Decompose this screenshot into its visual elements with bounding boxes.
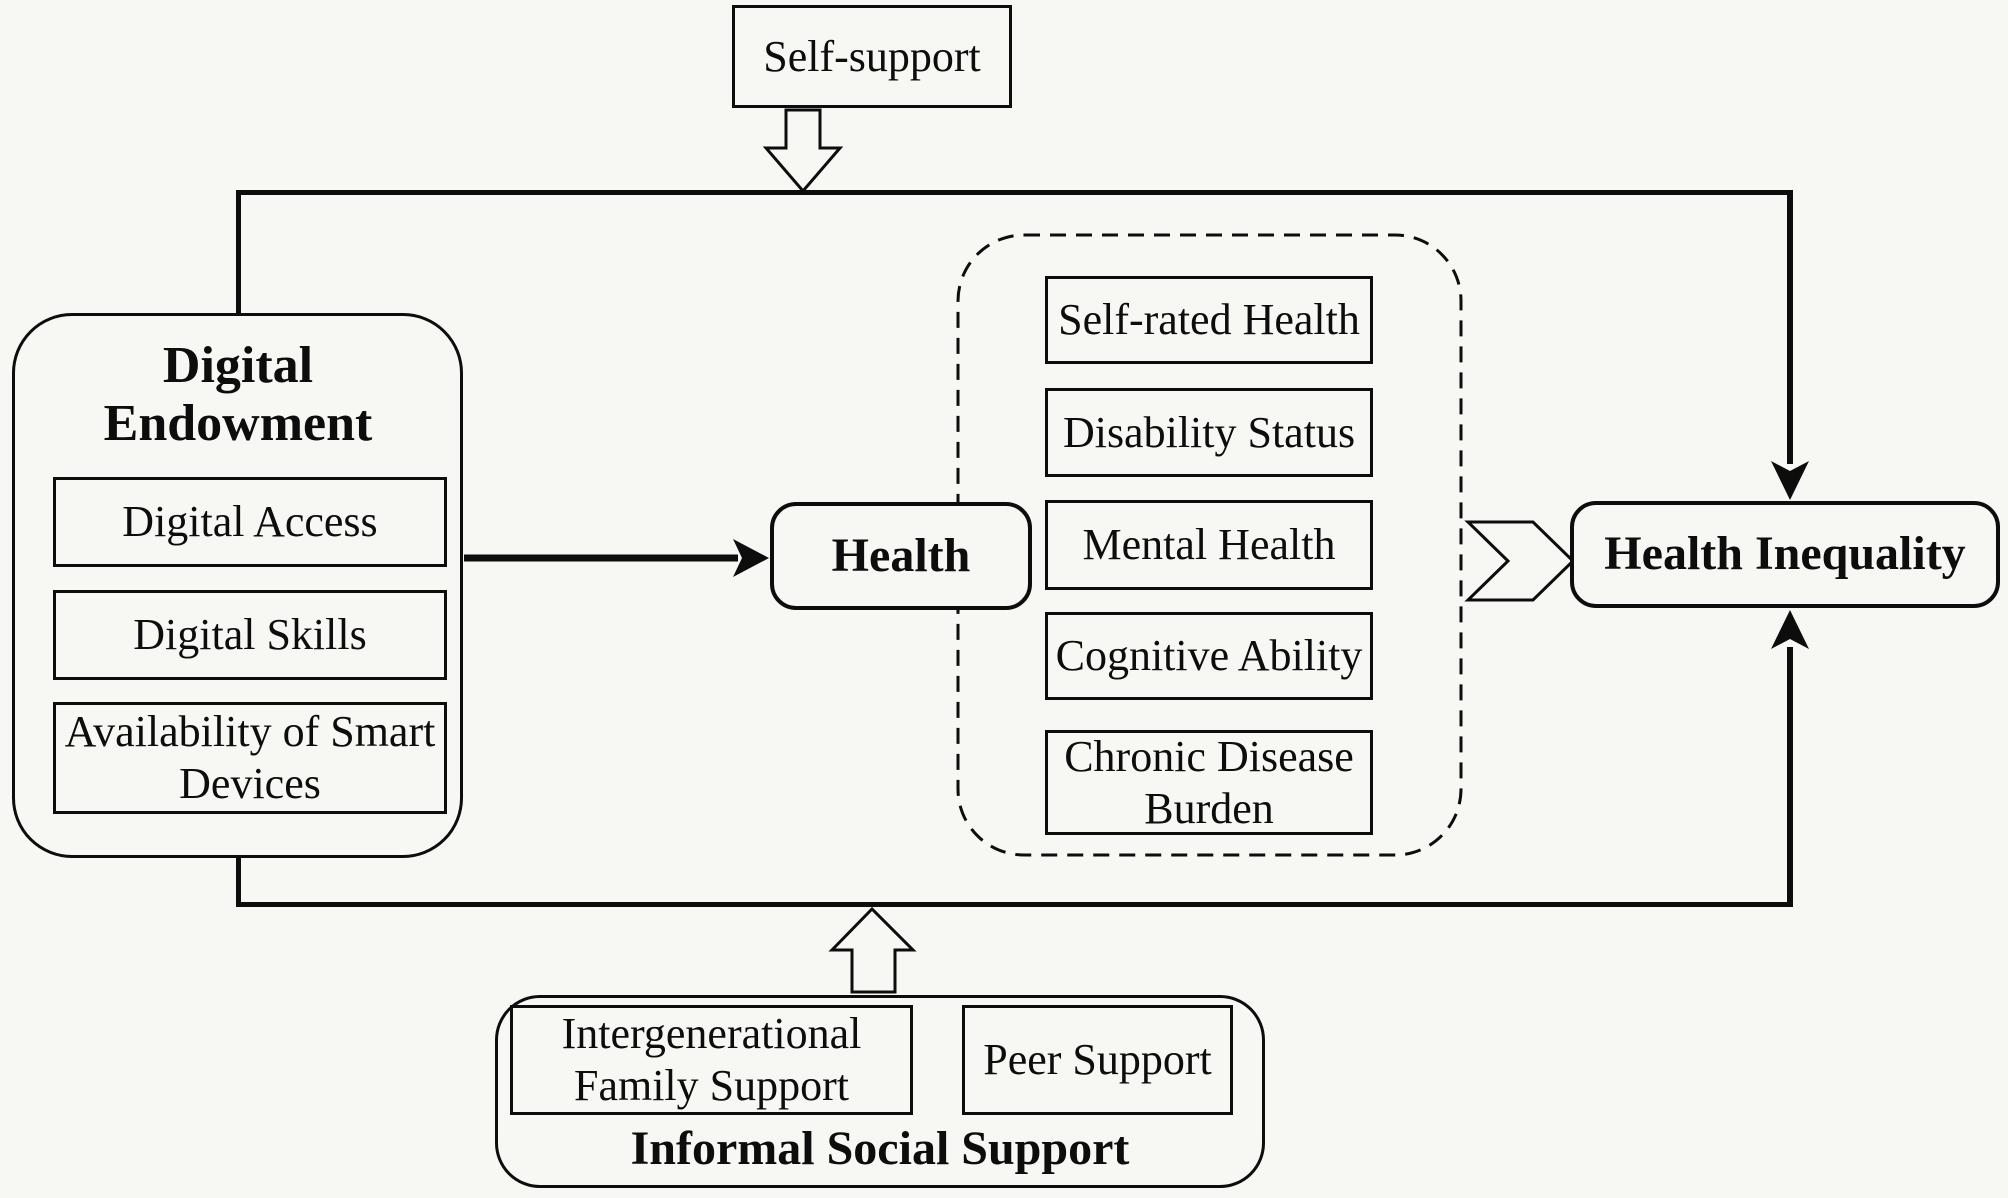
self-support-box: Self-support	[732, 5, 1012, 108]
intergenerational-family-support-label: Intergenerational Family Support	[561, 1009, 862, 1110]
self-support-down-block-arrow-icon	[762, 108, 844, 194]
health-to-inequality-chevron-icon	[1464, 520, 1576, 602]
down-arrowhead-icon	[1771, 461, 1809, 500]
digital-access-label: Digital Access	[122, 497, 378, 547]
digital-skills-label: Digital Skills	[133, 610, 367, 660]
right-arrowhead-icon	[733, 539, 769, 577]
indicator-box-cognitive-ability: Cognitive Ability	[1045, 612, 1373, 700]
digital-access-box: Digital Access	[53, 477, 447, 567]
indicator-box-self-rated-health: Self-rated Health	[1045, 276, 1373, 364]
chronic-disease-burden-label: Chronic Disease Burden	[1064, 731, 1354, 833]
up-arrowhead-icon	[1771, 610, 1809, 649]
indicator-box-chronic-disease-burden: Chronic Disease Burden	[1045, 730, 1373, 835]
informal-support-up-block-arrow-icon	[828, 906, 917, 994]
disability-status-label: Disability Status	[1062, 407, 1356, 457]
digital-skills-box: Digital Skills	[53, 590, 447, 680]
intergenerational-family-support-box: Intergenerational Family Support	[510, 1005, 913, 1115]
self-rated-health-label: Self-rated Health	[1058, 295, 1360, 345]
self-support-label: Self-support	[763, 31, 981, 81]
digital-endowment-title: Digital Endowment	[103, 336, 373, 452]
health-box: Health	[770, 502, 1032, 610]
peer-support-box: Peer Support	[962, 1005, 1233, 1115]
mental-health-label: Mental Health	[1082, 520, 1336, 570]
health-indicators-dashed-outline	[956, 233, 1463, 857]
cognitive-ability-label: Cognitive Ability	[1055, 631, 1363, 681]
health-inequality-label: Health Inequality	[1604, 527, 1966, 581]
smart-devices-box: Availability of Smart Devices	[53, 702, 447, 814]
health-inequality-box: Health Inequality	[1570, 501, 2000, 608]
indicator-box-mental-health: Mental Health	[1045, 500, 1373, 590]
smart-devices-label: Availability of Smart Devices	[64, 707, 436, 808]
health-label: Health	[831, 528, 971, 582]
peer-support-label: Peer Support	[983, 1035, 1212, 1085]
indicator-box-disability-status: Disability Status	[1045, 388, 1373, 477]
informal-social-support-title: Informal Social Support	[630, 1121, 1130, 1175]
